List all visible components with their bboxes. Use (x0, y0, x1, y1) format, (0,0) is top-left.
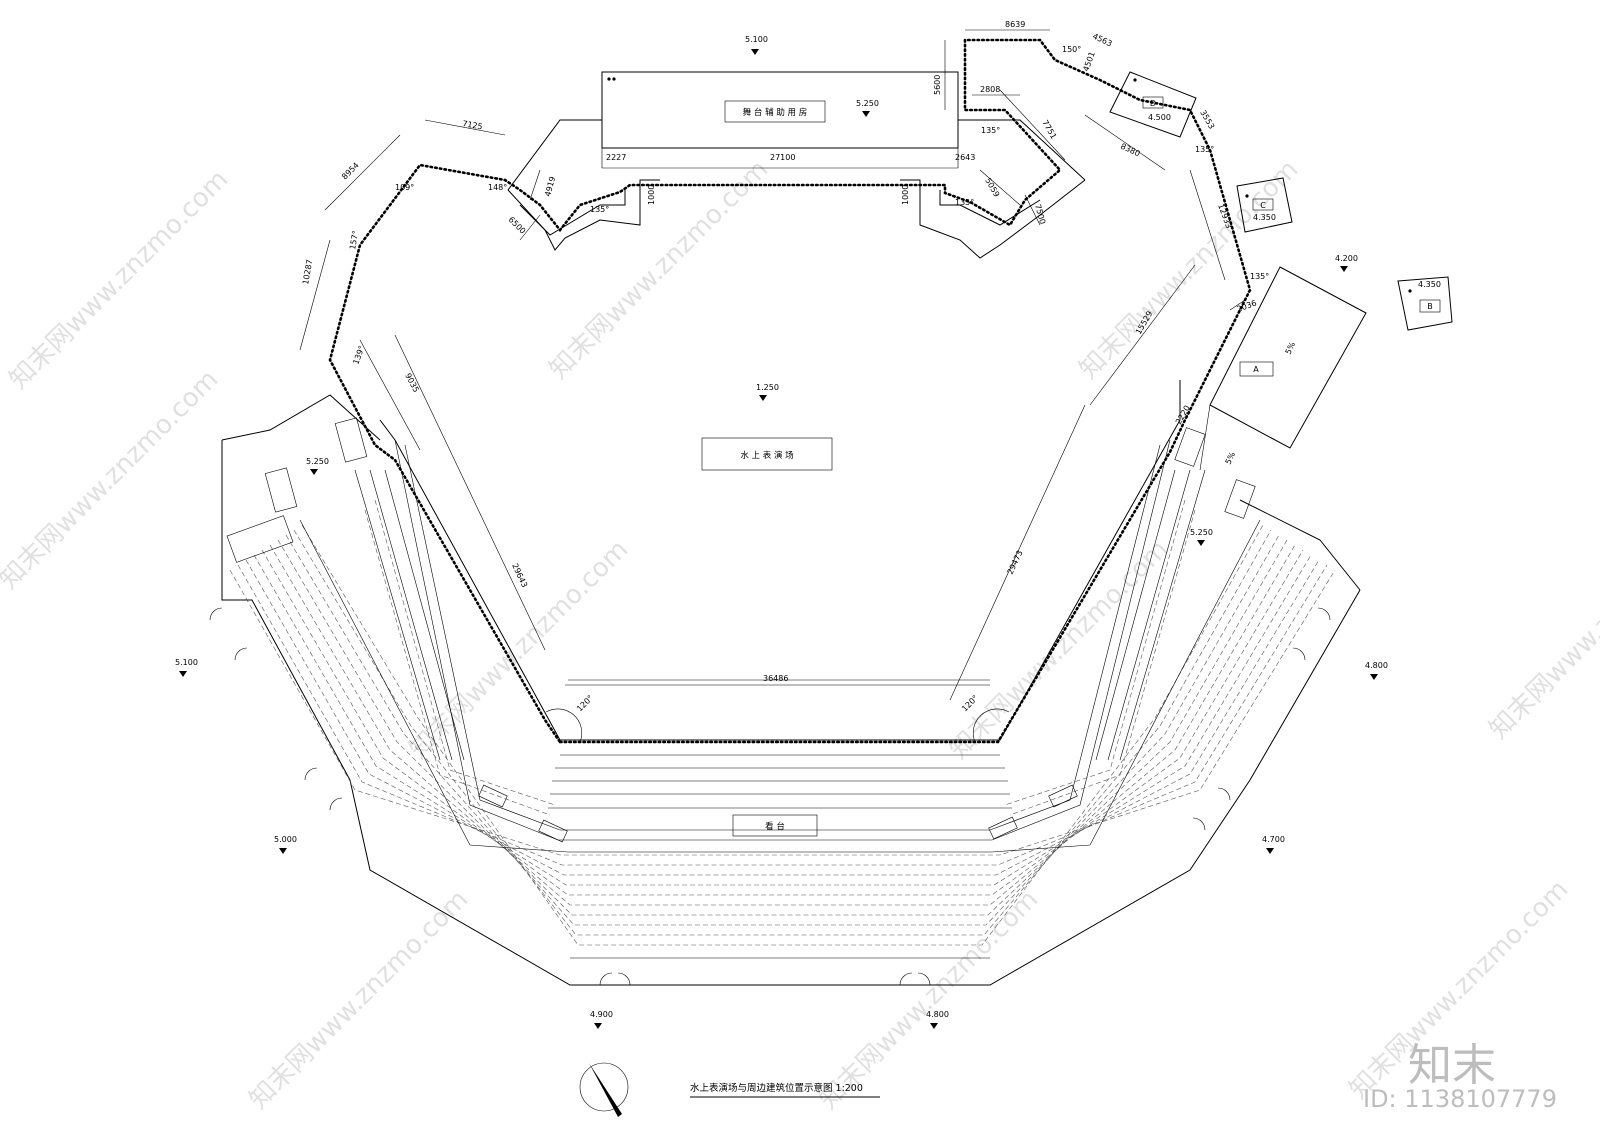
watermark-text: 知末网www.znzmo.com (0, 364, 224, 595)
watermark-text: 知末网www.znzmo.com (1484, 514, 1600, 745)
drawing-title-block: 水上表演场与周边建筑位置示意图 1:200 (690, 1082, 880, 1098)
angle-157: 157° (348, 230, 360, 251)
dim-2036: 2036 (1236, 298, 1258, 313)
elevation-aux-room: 5.250 (856, 99, 879, 108)
elevation-bottom-right: 4.800 (926, 1010, 949, 1019)
elevation-box-d: 4.500 (1148, 113, 1171, 122)
slope-labels: 5% 5% (1224, 340, 1298, 466)
dim-3553: 3553 (1198, 109, 1216, 131)
dim-29643: 29643 (510, 562, 529, 589)
elevation-box-b: 4.350 (1418, 280, 1441, 289)
watermark-text: 知末网www.znzmo.com (1074, 154, 1305, 385)
dim-9035: 9035 (403, 372, 421, 394)
brand-mark: 知末 ID: 1138107779 (1363, 1040, 1557, 1113)
dim-2227: 2227 (606, 153, 626, 162)
elevation-box-c: 4.350 (1253, 213, 1276, 222)
elevation-box-a: 4.200 (1335, 254, 1358, 263)
angle-135-right: 135° (1195, 145, 1214, 154)
stage-aux-building: 舞 台 辅 助 用 房 (507, 71, 1086, 191)
building-a: A (1199, 266, 1367, 471)
angle-139: 139° (351, 344, 366, 365)
elevation-right-upper: 5.250 (1190, 528, 1213, 537)
elevation-bottom-left: 4.900 (590, 1010, 613, 1019)
water-stage: 水 上 表 演 场 (328, 38, 1252, 744)
building-a-label: A (1253, 365, 1259, 374)
watermark-text: 知末网www.znzmo.com (814, 884, 1045, 1115)
building-d-label: D (1150, 99, 1156, 108)
dim-8639: 8639 (1005, 20, 1025, 29)
stands: 看 台 (209, 394, 1361, 986)
elevation-top-center: 5.100 (745, 35, 768, 44)
elevation-marks: 5.100 5.250 1.250 5.250 5.250 5.100 5.00… (175, 35, 1441, 1029)
dim-6500: 6500 (507, 215, 528, 236)
water-stage-label: 水 上 表 演 场 (740, 450, 793, 461)
drawing-title: 水上表演场与周边建筑位置示意图 1:200 (690, 1082, 863, 1094)
right-wing (900, 179, 1086, 259)
building-c: C (1236, 177, 1293, 233)
stand-label: 看 台 (765, 821, 785, 832)
left-wing (507, 179, 660, 251)
dim-4501: 4501 (1081, 50, 1096, 72)
dim-4919: 4919 (543, 176, 557, 198)
angle-148: 148° (488, 183, 507, 192)
elevation-stage-floor: 1.250 (756, 383, 779, 392)
slope-1: 5% (1284, 340, 1298, 356)
dim-5600: 5600 (933, 75, 942, 95)
elevation-right-low: 4.700 (1262, 835, 1285, 844)
dim-5059: 5059 (983, 177, 1001, 199)
dim-8380: 8380 (1119, 142, 1141, 159)
watermark-text: 知末网www.znzmo.com (944, 534, 1175, 765)
stage-aux-room-label: 舞 台 辅 助 用 房 (743, 107, 808, 118)
brand-logo-text: 知末 (1408, 1040, 1496, 1091)
angle-135-mid: 135° (955, 198, 974, 207)
dim-27100: 27100 (770, 153, 795, 162)
dim-1000-left: 1000 (647, 185, 656, 205)
dim-7751: 7751 (1040, 119, 1058, 141)
dim-2808: 2808 (980, 85, 1000, 94)
angle-150: 150° (1062, 45, 1081, 54)
building-b-label: B (1427, 302, 1433, 311)
building-c-label: C (1260, 201, 1266, 210)
angle-135-left: 135° (590, 205, 609, 214)
slope-2: 5% (1224, 450, 1238, 466)
elevation-left-low: 5.000 (274, 835, 297, 844)
dim-7125: 7125 (462, 119, 484, 131)
building-b: B (1397, 276, 1453, 331)
elevation-left-upper: 5.250 (306, 457, 329, 466)
dim-36486: 36486 (763, 674, 788, 683)
dim-10287: 10287 (301, 259, 314, 286)
dim-4563: 4563 (1091, 32, 1113, 49)
brand-id: ID: 1138107779 (1363, 1085, 1557, 1113)
dim-2643: 2643 (955, 153, 975, 162)
angle-135-top: 135° (981, 126, 1000, 135)
north-arrow (579, 1062, 629, 1117)
watermark-text: 知末网www.znzmo.com (544, 154, 775, 385)
watermark-layer: 知末网www.znzmo.com 知末网www.znzmo.com 知末网www… (0, 154, 1600, 1115)
angle-109: 109° (395, 183, 414, 192)
dimension-lines (299, 29, 1246, 701)
dim-29473: 29473 (1006, 549, 1025, 576)
angle-135-far: 135° (1250, 272, 1269, 281)
watermark-text: 知末网www.znzmo.com (4, 164, 235, 395)
dim-1000-right: 1000 (901, 185, 910, 205)
elevation-left-mid: 5.100 (175, 658, 198, 667)
elevation-right-mid: 4.800 (1365, 661, 1388, 670)
building-d: D (1109, 71, 1197, 138)
angle-120-left: 120° (575, 693, 595, 713)
dim-7500: 7500 (1033, 203, 1047, 225)
watermark-text: 知末网www.znzmo.com (244, 884, 475, 1115)
dim-2220: 2220 (1174, 404, 1192, 426)
dim-8954: 8954 (340, 161, 361, 182)
